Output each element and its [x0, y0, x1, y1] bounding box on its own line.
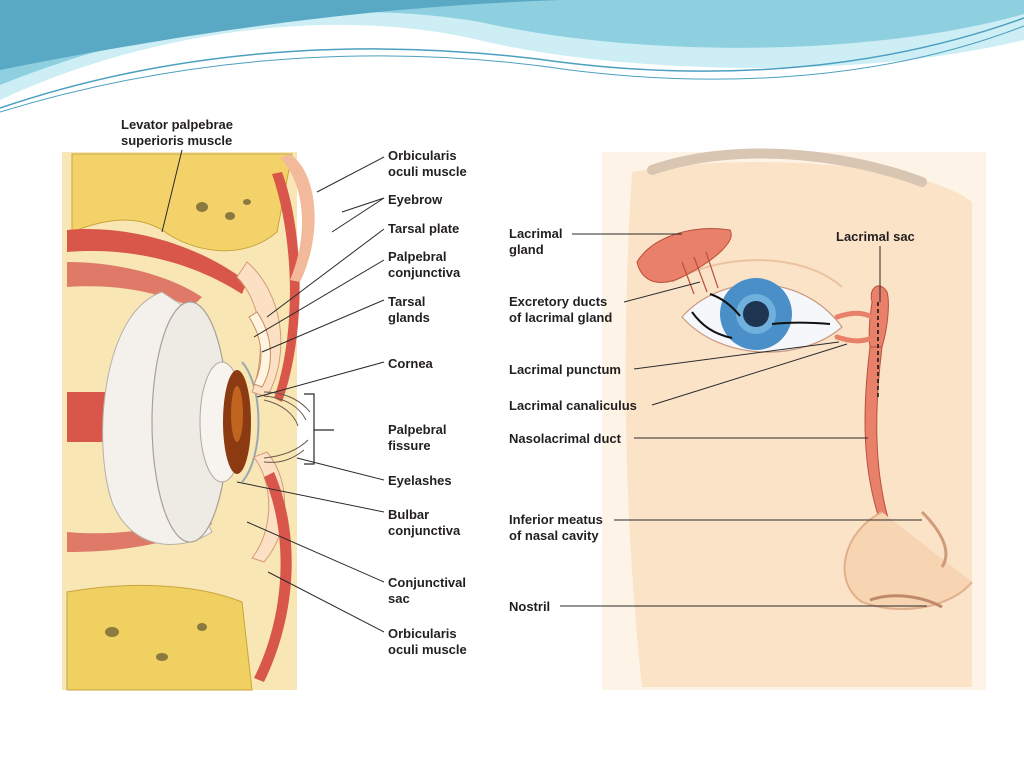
- bone-pore: [197, 623, 207, 631]
- label-nasolacrimal-duct: Nasolacrimal duct: [509, 431, 621, 446]
- eyelash-strands: [263, 391, 311, 463]
- nose-ala: [843, 511, 973, 611]
- eyebrow-hair: [647, 148, 927, 187]
- label-lacrimal-gland: Lacrimal gland: [509, 226, 563, 257]
- orbicularis-upper: [272, 172, 300, 402]
- fissure-bracket: [304, 393, 334, 465]
- medial-muscle: [67, 392, 112, 442]
- bone-pore: [225, 212, 235, 220]
- frontal-face: [602, 148, 986, 690]
- leader-palpebral-conjunctiva: [253, 259, 385, 338]
- iris-highlight: [231, 386, 243, 442]
- bone-pore: [156, 653, 168, 661]
- slide-banner: [0, 0, 1024, 120]
- leader-lacrimal-punctum: [633, 341, 840, 370]
- leader-conjunctival-sac: [246, 521, 385, 583]
- leader-cornea: [256, 361, 385, 398]
- eye-anatomy-figure: Levator palpebrae superioris muscle Orbi…: [42, 112, 986, 692]
- leader-tarsal-glands: [261, 299, 385, 353]
- eyebrow-skin: [280, 154, 315, 282]
- lacrimal-gland-shape: [636, 228, 732, 283]
- pupil: [743, 301, 769, 327]
- leader-eyelashes: [296, 457, 385, 481]
- orbicularis-lower: [254, 472, 292, 682]
- label-bulbar-conjunctiva: Bulbar conjunctiva: [388, 507, 461, 538]
- bone-top: [71, 153, 293, 252]
- canaliculus-shape: [834, 310, 875, 344]
- banner-wave-deep: [0, 0, 560, 70]
- lacrimal-sac-shape: [868, 285, 889, 348]
- label-tarsal-glands: Tarsal glands: [388, 294, 430, 325]
- label-conjunctival-sac: Conjunctival sac: [388, 575, 467, 606]
- label-levator-palpebrae: Levator palpebrae superioris muscle: [121, 117, 233, 148]
- leader-levator: [161, 149, 183, 233]
- leader-orbicularis-top: [316, 156, 385, 193]
- banner-line-1: [0, 17, 1024, 109]
- leader-eyebrow: [331, 197, 385, 233]
- label-palpebral-fissure: Palpebral fissure: [388, 422, 447, 453]
- tear-flow-arrow: [709, 293, 741, 317]
- sagittal-section: [62, 152, 334, 691]
- bone-bottom: [66, 584, 253, 691]
- label-excretory-ducts: Excretory ducts of lacrimal gland: [509, 294, 613, 325]
- leader-lacrimal-canaliculus: [651, 343, 848, 406]
- leader-bulbar-conjunctiva: [236, 481, 385, 513]
- leader-lines: [161, 149, 927, 633]
- bone-pore: [196, 202, 208, 212]
- cornea-curve: [241, 361, 260, 483]
- label-lacrimal-sac: Lacrimal sac: [836, 229, 915, 244]
- banner-wave-mid: [0, 0, 1024, 85]
- bone-pore: [105, 627, 119, 637]
- leader-tarsal-plate: [266, 228, 385, 318]
- label-palpebral-conjunctiva: Palpebral conjunctiva: [388, 249, 461, 280]
- label-tarsal-plate: Tarsal plate: [388, 221, 460, 236]
- nostril-shape: [869, 594, 943, 609]
- label-eyebrow: Eyebrow: [388, 192, 443, 207]
- label-orbicularis-oculi-top: Orbicularis oculi muscle: [388, 148, 467, 179]
- label-nostril: Nostril: [509, 599, 551, 614]
- label-orbicularis-oculi-bottom: Orbicularis oculi muscle: [388, 626, 467, 657]
- label-lacrimal-canaliculus: Lacrimal canaliculus: [509, 398, 637, 413]
- label-cornea: Cornea: [388, 356, 433, 371]
- leader-excretory-ducts: [623, 281, 701, 303]
- nose-shadow: [920, 510, 948, 568]
- leader-orbicularis-bottom: [267, 571, 385, 633]
- label-lacrimal-punctum: Lacrimal punctum: [509, 362, 621, 377]
- label-inferior-meatus: Inferior meatus of nasal cavity: [509, 512, 603, 543]
- tear-flow-arrow: [691, 311, 733, 339]
- figure-artwork: [62, 148, 986, 691]
- label-eyelashes: Eyelashes: [388, 473, 452, 488]
- excretory-duct-lines: [681, 251, 719, 295]
- levator-muscle: [67, 229, 247, 294]
- banner-line-2: [0, 25, 1024, 113]
- bone-pore: [243, 199, 251, 205]
- tear-flow-arrow: [771, 321, 831, 325]
